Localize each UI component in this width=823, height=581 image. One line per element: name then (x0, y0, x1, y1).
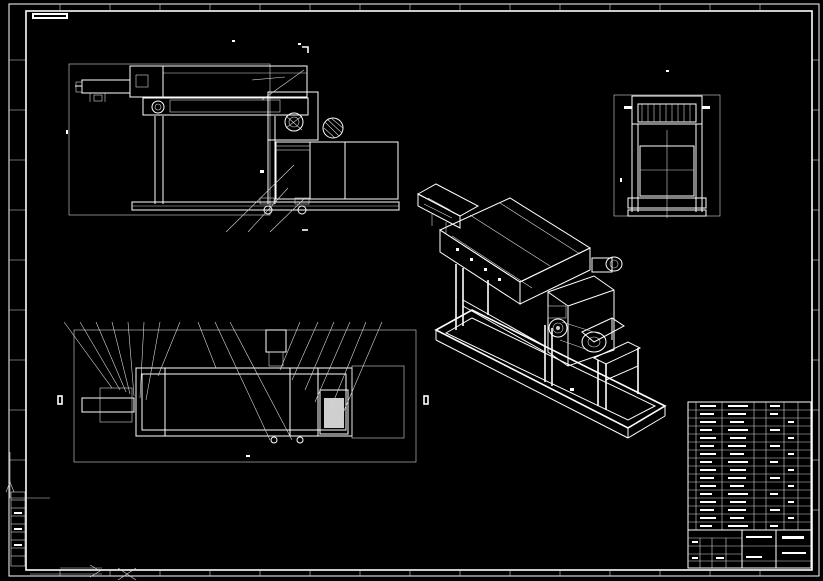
title-block (687, 401, 812, 569)
side-view[interactable] (613, 70, 721, 218)
ucs-axis-icon (5, 452, 102, 578)
cursor-crosshair-icon (117, 567, 137, 581)
sheet-border (8, 3, 820, 577)
isometric-view[interactable] (416, 183, 667, 439)
top-view[interactable] (57, 321, 429, 463)
front-view[interactable] (66, 40, 400, 233)
